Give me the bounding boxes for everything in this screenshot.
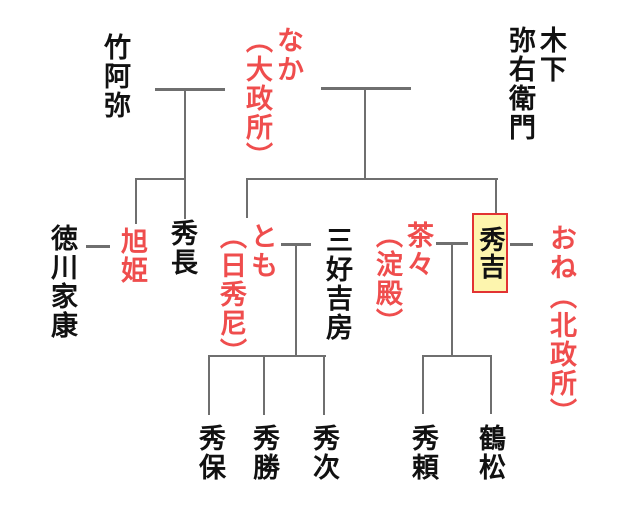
drop-line-tsurumatsu (490, 355, 492, 414)
drop-line-hideyoshi (495, 178, 497, 214)
drop-line-hidekatsu (263, 355, 265, 415)
marriage-line-takeami-naka (155, 88, 225, 91)
drop-line-hidetsugu (323, 355, 325, 415)
person-naka-omandokoro: なか （大政所） (241, 26, 303, 171)
person-takeami: 竹阿弥 (99, 33, 130, 120)
drop-line-asahihime (135, 178, 137, 224)
drop-line-hideyasu (208, 355, 210, 415)
descent-line-takeami-naka (184, 88, 186, 180)
person-tomo-nisshuni: とも （日秀尼） (215, 222, 277, 367)
marriage-line-hideyoshi-one (510, 243, 533, 246)
person-hidetsugu: 秀次 (308, 424, 339, 482)
descent-line-tomo-miyoshi (295, 243, 297, 357)
marriage-line-naka-kinoshita (321, 87, 411, 90)
person-hidekatsu: 秀勝 (248, 424, 279, 482)
person-hideyoshi-highlight-box: 秀吉 (472, 213, 508, 293)
person-hideyoshi-label: 秀吉 (475, 226, 505, 280)
drop-line-hidenaga (184, 178, 186, 219)
person-hideyori: 秀頼 (407, 424, 438, 482)
sibling-bar-naka-kinoshita-children (246, 178, 498, 180)
descent-line-chacha-hideyoshi (451, 242, 453, 357)
drop-line-tomo (246, 178, 248, 218)
person-hideyasu: 秀保 (194, 424, 225, 482)
person-chacha-yododono: 茶々 （淀殿） (371, 221, 433, 337)
person-asahihime: 旭姫 (116, 227, 147, 285)
descent-line-naka-kinoshita (364, 87, 366, 180)
sibling-bar-takeami-naka-children (135, 178, 186, 180)
person-kinoshita-yaemon: 木下 弥右衛門 (504, 26, 566, 142)
marriage-line-tokugawa-asahihime (86, 245, 110, 248)
person-tsurumatsu: 鶴松 (474, 424, 505, 482)
person-one-kitanomandokoro: おね（北政所） (545, 224, 576, 427)
person-miyoshi-yoshifusa: 三好吉房 (321, 226, 352, 342)
person-hidenaga: 秀長 (166, 219, 197, 277)
sibling-bar-tomo-miyoshi-children (208, 355, 326, 357)
drop-line-hideyori (422, 355, 424, 414)
person-tokugawa-ieyasu: 徳川家康 (46, 224, 77, 340)
sibling-bar-chacha-hideyoshi-children (422, 355, 492, 357)
